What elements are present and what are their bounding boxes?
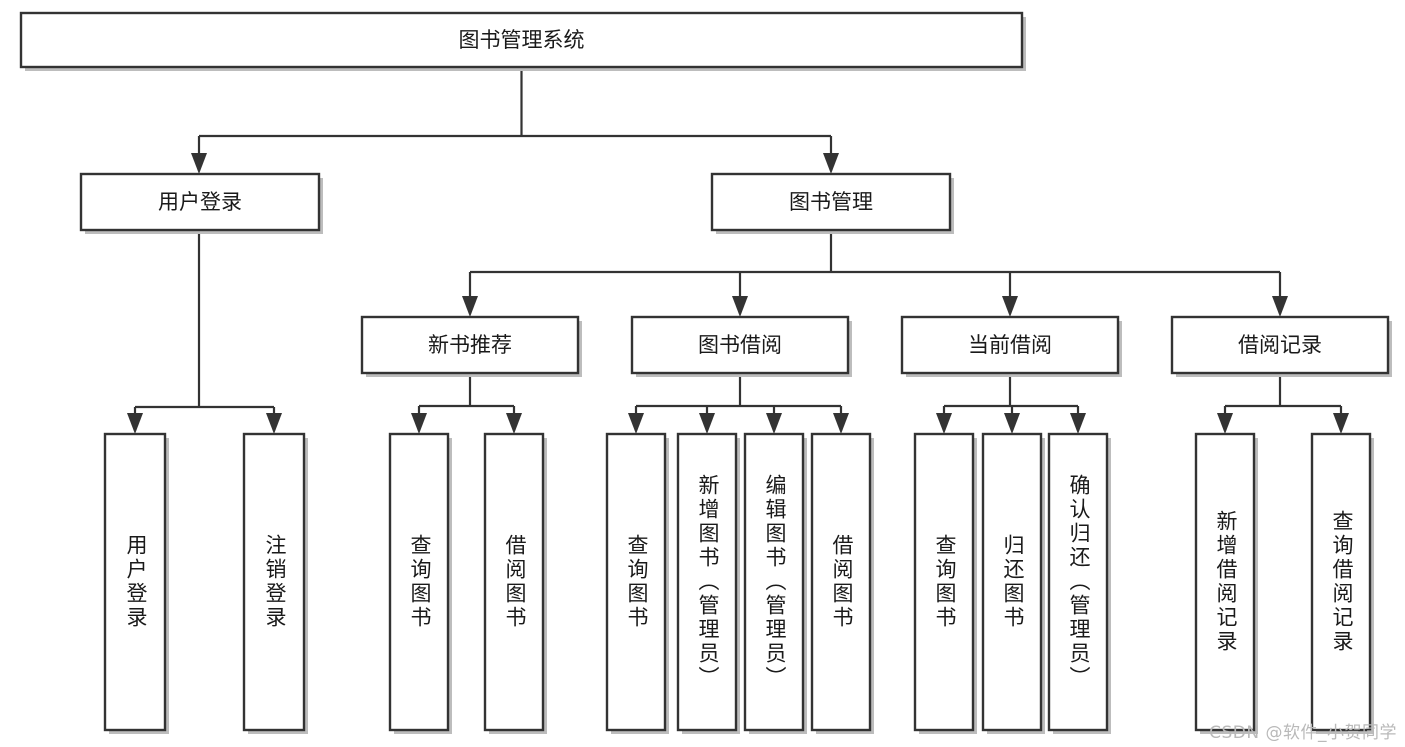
node-leaf-logout-label: 注销登录 xyxy=(263,534,287,630)
node-leaf-query-book-3-box[interactable] xyxy=(913,432,975,732)
node-new-book-rec-box[interactable] xyxy=(360,315,580,375)
node-leaf-add-record[interactable]: 新增借阅记录 xyxy=(1194,432,1258,734)
node-leaf-query-record-label: 查询借阅记录 xyxy=(1330,510,1354,654)
node-leaf-return-book-label: 归还图书 xyxy=(1001,534,1025,630)
node-root-label: 图书管理系统 xyxy=(459,28,585,52)
edge-root-to-level2-bus xyxy=(197,67,833,156)
csdn-watermark: CSDN @软件_小贺同学 xyxy=(1209,723,1397,743)
arrow-to-borrow-record xyxy=(1272,296,1288,317)
node-leaf-borrow-book-1-label: 借阅图书 xyxy=(503,534,527,630)
node-root[interactable]: 图书管理系统 xyxy=(19,11,1026,71)
node-leaf-add-book-label: 新增图书（管理员） xyxy=(696,474,720,690)
edge-borrowrecord-to-leaf-bus xyxy=(1223,373,1343,416)
node-user-login-box[interactable] xyxy=(79,172,321,232)
arrow-to-user-login xyxy=(191,153,207,174)
node-leaf-query-book-2-box[interactable] xyxy=(605,432,667,732)
node-book-borrow[interactable]: 图书借阅 xyxy=(630,315,852,377)
arrow-to-leaf-add-record xyxy=(1217,413,1233,434)
node-leaf-borrow-book-1[interactable]: 借阅图书 xyxy=(483,432,547,734)
node-leaf-query-book-1-label: 查询图书 xyxy=(408,534,432,630)
node-leaf-add-book-box[interactable] xyxy=(676,432,738,732)
node-leaf-query-book-3[interactable]: 查询图书 xyxy=(913,432,977,734)
node-leaf-query-book-2-label: 查询图书 xyxy=(625,534,649,630)
node-borrow-record-box[interactable] xyxy=(1170,315,1390,375)
arrow-to-leaf-user-login xyxy=(127,413,143,434)
edge-newbookrec-to-leaf-bus xyxy=(417,373,516,416)
node-borrow-record-label: 借阅记录 xyxy=(1238,333,1322,357)
node-book-borrow-box[interactable] xyxy=(630,315,850,375)
edge-currentborrow-to-leaf-bus xyxy=(942,373,1080,416)
node-current-borrow-label: 当前借阅 xyxy=(968,333,1052,357)
node-leaf-logout[interactable]: 注销登录 xyxy=(242,432,308,734)
edge-bookborrow-to-leaf-bus xyxy=(634,373,843,416)
node-borrow-record[interactable]: 借阅记录 xyxy=(1170,315,1392,377)
node-leaf-query-book-2[interactable]: 查询图书 xyxy=(605,432,669,734)
node-leaf-logout-box[interactable] xyxy=(242,432,306,732)
edge-userlogin-to-leaf-bus xyxy=(133,230,276,416)
node-leaf-query-book-3-label: 查询图书 xyxy=(933,534,957,630)
node-leaf-edit-book-box[interactable] xyxy=(743,432,805,732)
node-leaf-borrow-book-1-box[interactable] xyxy=(483,432,545,732)
node-leaf-query-record-box[interactable] xyxy=(1310,432,1372,732)
arrow-to-leaf-return-book xyxy=(1004,413,1020,434)
node-leaf-edit-book-label: 编辑图书（管理员） xyxy=(763,474,787,690)
arrow-to-leaf-query-book-1 xyxy=(411,413,427,434)
node-root-box[interactable] xyxy=(19,11,1024,69)
node-leaf-query-book-1-box[interactable] xyxy=(388,432,450,732)
node-leaf-user-login[interactable]: 用户登录 xyxy=(103,432,169,734)
node-book-borrow-label: 图书借阅 xyxy=(698,333,782,357)
node-leaf-query-book-1[interactable]: 查询图书 xyxy=(388,432,452,734)
arrow-to-book-manage xyxy=(823,153,839,174)
edge-bookmanage-to-level3-bus xyxy=(468,230,1282,299)
node-leaf-confirm-return-box[interactable] xyxy=(1047,432,1109,732)
arrow-to-leaf-query-book-3 xyxy=(936,413,952,434)
node-leaf-confirm-return[interactable]: 确认归还（管理员） xyxy=(1047,432,1111,734)
arrow-to-leaf-confirm-return xyxy=(1070,413,1086,434)
arrow-to-leaf-add-book xyxy=(699,413,715,434)
node-new-book-rec-label: 新书推荐 xyxy=(428,333,512,357)
node-book-manage-label: 图书管理 xyxy=(789,190,873,214)
node-leaf-add-record-label: 新增借阅记录 xyxy=(1214,510,1238,654)
arrow-to-leaf-query-book-2 xyxy=(628,413,644,434)
node-user-login-label: 用户登录 xyxy=(158,190,242,214)
node-leaf-confirm-return-label: 确认归还（管理员） xyxy=(1067,474,1091,690)
node-leaf-user-login-label: 用户登录 xyxy=(124,534,148,630)
node-leaf-borrow-book-2[interactable]: 借阅图书 xyxy=(810,432,874,734)
node-book-manage[interactable]: 图书管理 xyxy=(710,172,954,234)
arrow-to-leaf-borrow-book-1 xyxy=(506,413,522,434)
node-book-manage-box[interactable] xyxy=(710,172,952,232)
node-user-login[interactable]: 用户登录 xyxy=(79,172,323,234)
arrow-to-leaf-query-record xyxy=(1333,413,1349,434)
arrow-to-current-borrow xyxy=(1002,296,1018,317)
node-current-borrow-box[interactable] xyxy=(900,315,1120,375)
arrow-to-book-borrow xyxy=(732,296,748,317)
node-leaf-borrow-book-2-label: 借阅图书 xyxy=(830,534,854,630)
node-leaf-query-record[interactable]: 查询借阅记录 xyxy=(1310,432,1374,734)
arrow-to-leaf-borrow-book-2 xyxy=(833,413,849,434)
node-leaf-add-record-box[interactable] xyxy=(1194,432,1256,732)
arrow-to-leaf-edit-book xyxy=(766,413,782,434)
node-new-book-rec[interactable]: 新书推荐 xyxy=(360,315,582,377)
node-leaf-return-book-box[interactable] xyxy=(981,432,1043,732)
node-leaf-edit-book[interactable]: 编辑图书（管理员） xyxy=(743,432,807,734)
node-leaf-return-book[interactable]: 归还图书 xyxy=(981,432,1045,734)
node-leaf-user-login-box[interactable] xyxy=(103,432,167,732)
node-current-borrow[interactable]: 当前借阅 xyxy=(900,315,1122,377)
arrow-to-new-book-rec xyxy=(462,296,478,317)
connector-layer xyxy=(127,67,1349,434)
node-leaf-add-book[interactable]: 新增图书（管理员） xyxy=(676,432,740,734)
node-leaf-borrow-book-2-box[interactable] xyxy=(810,432,872,732)
arrow-to-leaf-logout xyxy=(266,413,282,434)
